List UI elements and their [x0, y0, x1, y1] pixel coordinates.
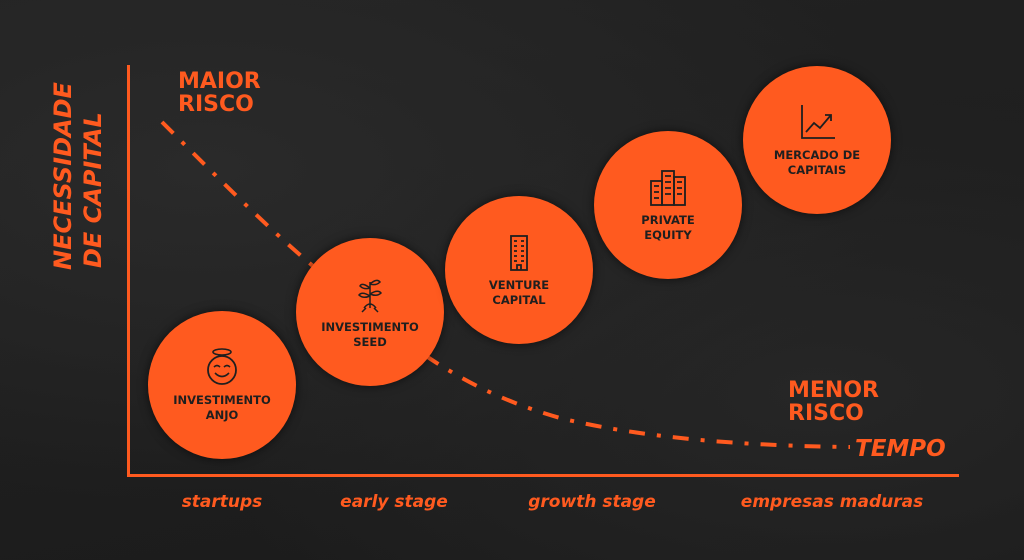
circle-label-line1: PRIVATE — [641, 213, 695, 227]
office-tower-icon — [510, 235, 528, 271]
circle-label-line2: CAPITAL — [492, 293, 546, 307]
stage-growth-stage: growth stage — [528, 492, 656, 512]
circle-investimento-seed: INVESTIMENTO SEED — [296, 238, 444, 386]
circle-label-line1: MERCADO DE — [773, 148, 861, 162]
x-axis-label: TEMPO — [855, 436, 946, 462]
x-axis-line — [127, 474, 959, 477]
stage-early-stage: early stage — [340, 492, 448, 512]
low-risk-line1: MENOR — [788, 378, 879, 403]
circle-label-line2: EQUITY — [644, 228, 692, 242]
stage-empresas-maduras: empresas maduras — [740, 492, 924, 512]
stage-startups: startups — [181, 492, 263, 512]
smiling-angel-face-icon — [207, 348, 237, 385]
circle-label-line2: SEED — [353, 335, 387, 349]
circle-label-line1: INVESTIMENTO — [173, 393, 271, 407]
circle-label-line1: VENTURE — [488, 278, 550, 292]
circle-label-line2: CAPITAIS — [787, 163, 847, 177]
circle-label-line2: ANJO — [205, 408, 239, 422]
high-risk-line1: MAIOR — [178, 69, 261, 94]
circle-private-equity: PRIVATE EQUITY — [594, 131, 742, 279]
high-risk-line2: RISCO — [178, 92, 254, 117]
circle-venture-capital: VENTURE CAPITAL — [445, 196, 593, 344]
circle-mercado-de-capitais: MERCADO DE CAPITAIS — [743, 66, 891, 214]
low-risk-label: MENOR RISCO — [788, 379, 879, 425]
city-buildings-icon — [650, 170, 686, 206]
circle-label-line1: INVESTIMENTO — [321, 320, 419, 334]
rising-chart-icon — [801, 105, 835, 139]
sprout-plant-icon — [358, 279, 382, 313]
circle-investimento-anjo: INVESTIMENTO ANJO — [148, 311, 296, 459]
high-risk-label: MAIOR RISCO — [178, 70, 261, 116]
y-axis-line — [127, 65, 130, 477]
low-risk-line2: RISCO — [788, 401, 864, 426]
